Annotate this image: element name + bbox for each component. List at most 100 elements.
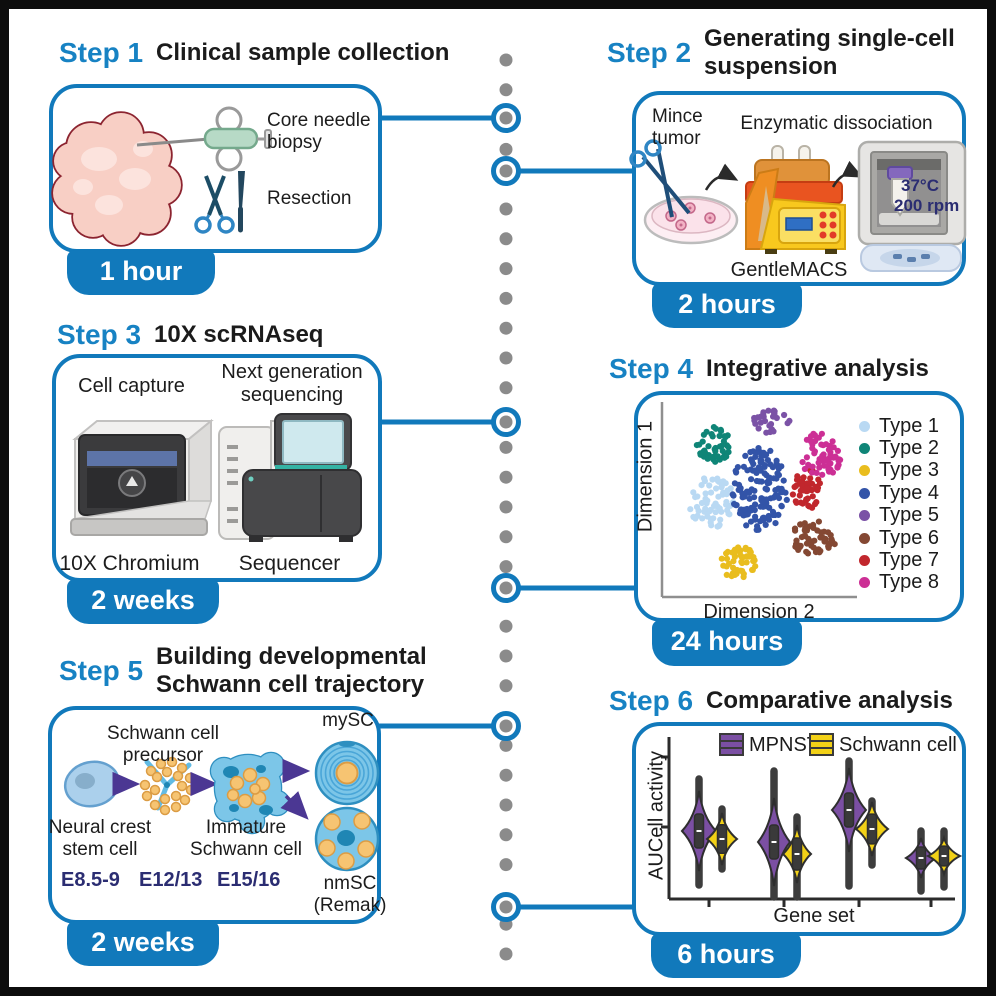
- timeline-dot: [499, 738, 513, 752]
- timeline-dot: [499, 500, 513, 514]
- temperature-label: 37°C: [901, 176, 939, 195]
- timeline-dot: [499, 202, 513, 216]
- step1-title-text: Clinical sample collection: [156, 38, 450, 66]
- timeline-dot: [499, 619, 513, 633]
- step3-label: Step 3: [57, 319, 142, 350]
- timeline-dot: [499, 291, 513, 305]
- enzymatic-dissociation-label: Enzymatic dissociation: [740, 113, 933, 134]
- cell-capture-label: Cell capture: [78, 375, 185, 397]
- step4-title-text: Integrative analysis: [706, 354, 929, 382]
- core-needle-biopsy-label: Core needle biopsy: [267, 110, 371, 153]
- stage-e1213-label: E12/13: [139, 869, 203, 891]
- stage-e85-label: E8.5-9: [61, 869, 120, 891]
- step4-title: Step 4 Integrative analysis: [609, 353, 929, 385]
- step3-title-text: 10X scRNAseq: [154, 320, 324, 348]
- step6-title: Step 6 Comparative analysis: [609, 685, 953, 717]
- stage-e1516-label: E15/16: [217, 869, 281, 891]
- rpm-label: 200 rpm: [894, 196, 960, 215]
- timeline-dot: [499, 828, 513, 842]
- timeline: [379, 53, 636, 961]
- timeline-dot: [499, 321, 513, 335]
- legend-item: Type 4: [859, 482, 939, 504]
- step2-label: Step 2: [607, 37, 692, 69]
- legend-label: Type 1: [879, 414, 940, 437]
- legend-dot: [859, 487, 870, 499]
- legend-label: Type 2: [879, 437, 940, 460]
- precursor-label: Schwann cell precursor: [107, 723, 219, 766]
- step1-title: Step 1 Clinical sample collection: [59, 37, 449, 69]
- timeline-dot: [499, 917, 513, 931]
- connector-dot: [499, 900, 513, 914]
- dimension2-axis-label: Dimension 2: [703, 601, 815, 623]
- legend-item: Type 2: [859, 437, 939, 459]
- legend-label: Type 7: [879, 549, 940, 572]
- step6-duration-badge: 6 hours: [651, 933, 801, 978]
- legend-label: Type 3: [879, 459, 940, 482]
- legend-dot: [859, 532, 870, 544]
- connector-dot: [499, 719, 513, 733]
- step3-duration-badge: 2 weeks: [67, 579, 219, 624]
- legend-item: Type 3: [859, 459, 940, 482]
- gentlemacs-label: GentleMACS: [730, 259, 848, 281]
- mpnst-legend-swatch: [719, 733, 744, 756]
- timeline-dot: [499, 232, 513, 246]
- connector-dot: [499, 581, 513, 595]
- connector-ring: [491, 407, 521, 437]
- legend-dot: [859, 577, 870, 589]
- dimension1-axis-label: Dimension 1: [634, 420, 657, 533]
- sequencer-label: Sequencer: [238, 552, 341, 575]
- step6-title-text: Comparative analysis: [706, 686, 953, 714]
- schwann-legend-swatch: [809, 733, 834, 756]
- connector-dot: [499, 111, 513, 125]
- mpnst-legend-label: MPNST: [749, 734, 819, 756]
- legend-label: Type 8: [879, 571, 940, 594]
- timeline-dot: [499, 649, 513, 663]
- step1-label: Step 1: [59, 37, 144, 68]
- connector-dot: [499, 415, 513, 429]
- legend-label: Type 6: [879, 526, 940, 549]
- legend-item: Type 8: [859, 571, 940, 594]
- legend-label: Type 4: [879, 481, 940, 504]
- timeline-dot: [499, 262, 513, 276]
- timeline-dot: [499, 142, 513, 156]
- timeline-dot: [499, 53, 513, 67]
- legend-item: Type 5: [859, 504, 939, 527]
- step1-duration-badge: 1 hour: [67, 250, 215, 295]
- mysc-label: mySC: [322, 710, 374, 731]
- timeline-dot: [499, 470, 513, 484]
- schwann-legend-label: Schwann cell: [839, 734, 957, 756]
- nmsc-label: nmSC (Remak): [313, 873, 387, 916]
- legend-item: Type 6: [859, 527, 939, 549]
- step6-label: Step 6: [609, 685, 694, 716]
- timeline-dot: [499, 440, 513, 454]
- legend-dot: [859, 420, 870, 432]
- connector-ring: [491, 892, 521, 922]
- step5-label: Step 5: [59, 655, 144, 687]
- step2-duration-badge: 2 hours: [652, 283, 802, 328]
- step4-label: Step 4: [609, 353, 694, 384]
- aucell-axis-label: AUCell activity: [645, 751, 668, 880]
- timeline-dot: [499, 768, 513, 782]
- ncsc-label: Neural crest stem cell: [48, 817, 152, 860]
- legend-dot: [859, 510, 870, 522]
- legend-item: Type 1: [859, 415, 939, 437]
- connector-ring: [491, 103, 521, 133]
- connector-ring: [491, 573, 521, 603]
- timeline-dot: [499, 947, 513, 961]
- connector-ring: [491, 156, 521, 186]
- timeline-dot: [499, 858, 513, 872]
- timeline-dot: [499, 679, 513, 693]
- connector-dot: [499, 164, 513, 178]
- timeline-dot: [499, 530, 513, 544]
- ngs-label: Next generation sequencing: [221, 361, 363, 406]
- timeline-dot: [499, 798, 513, 812]
- chromium-label: 10X Chromium: [59, 552, 200, 575]
- legend-item: Type 7: [859, 549, 939, 571]
- immature-label: Immature Schwann cell: [190, 817, 302, 860]
- connector-ring: [491, 711, 521, 741]
